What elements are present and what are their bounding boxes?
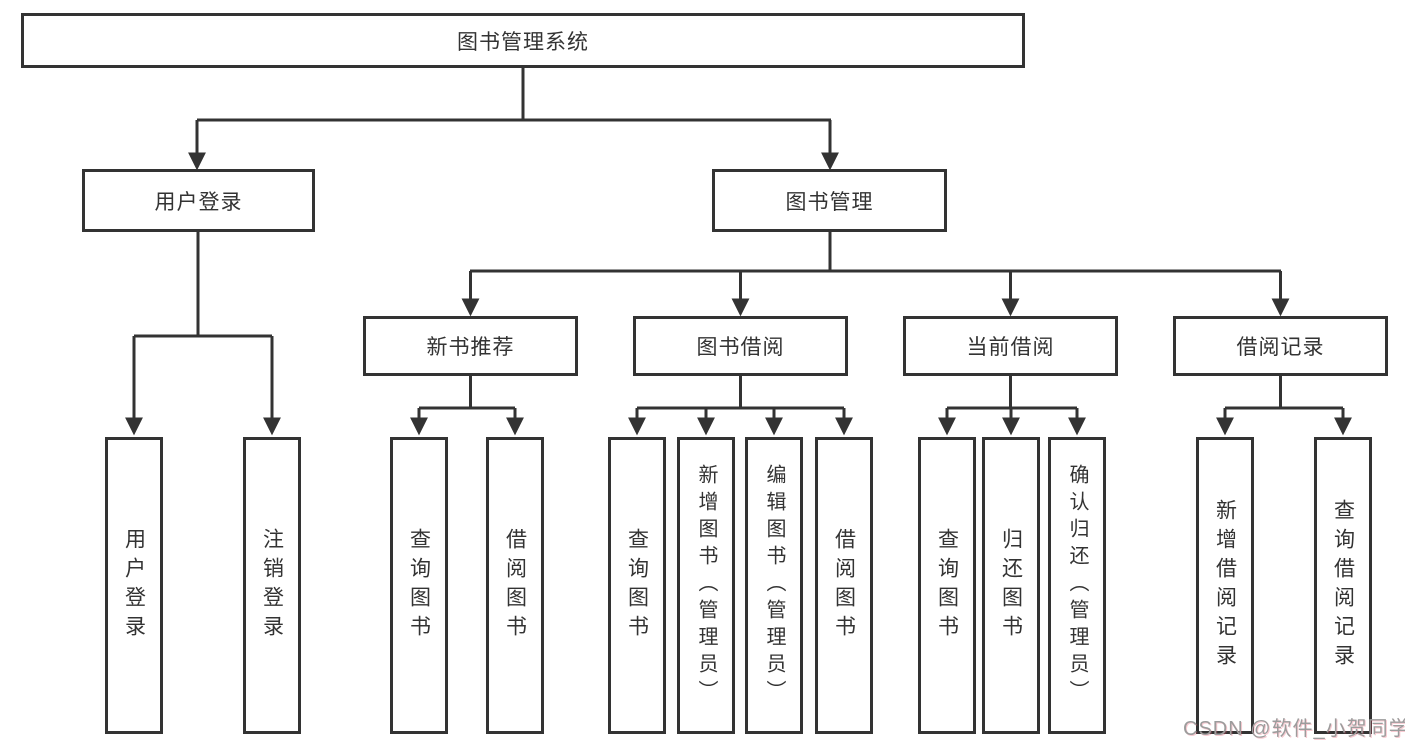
node-label: 图书管理 <box>785 190 874 214</box>
node-label: 用户登录 <box>154 190 243 214</box>
node-label: 借阅图书 <box>503 527 527 644</box>
node-current-borrowing: 当前借阅 <box>903 316 1118 376</box>
leaf-query-books-current: 查询图书 <box>918 437 976 734</box>
leaf-query-books-borrowing: 查询图书 <box>608 437 666 734</box>
leaf-borrow-books-recommend: 借阅图书 <box>486 437 544 734</box>
node-borrowing-records: 借阅记录 <box>1173 316 1388 376</box>
node-new-book-recommendation: 新书推荐 <box>363 316 578 376</box>
node-user-login: 用户登录 <box>82 169 315 232</box>
node-label: 借阅图书 <box>832 527 856 644</box>
node-label: 新增借阅记录 <box>1213 498 1237 673</box>
node-label: 新增图书（管理员） <box>695 464 717 707</box>
node-label: 查询图书 <box>935 527 959 644</box>
node-label: 确认归还（管理员） <box>1066 464 1088 707</box>
leaf-return-books: 归还图书 <box>982 437 1040 734</box>
node-library-management-system: 图书管理系统 <box>21 13 1025 68</box>
node-label: 借阅记录 <box>1236 336 1325 359</box>
node-book-borrowing: 图书借阅 <box>633 316 848 376</box>
node-label: 注销登录 <box>260 527 284 644</box>
node-label: 查询借阅记录 <box>1331 498 1355 673</box>
node-label: 图书管理系统 <box>457 30 589 54</box>
leaf-query-books-recommend: 查询图书 <box>390 437 448 734</box>
leaf-confirm-return-admin: 确认归还（管理员） <box>1048 437 1106 734</box>
node-label: 编辑图书（管理员） <box>763 464 785 707</box>
leaf-logout: 注销登录 <box>243 437 301 734</box>
tree-connectors <box>125 66 1352 436</box>
node-label: 用户登录 <box>122 527 146 644</box>
node-label: 查询图书 <box>407 527 431 644</box>
leaf-add-borrow-record: 新增借阅记录 <box>1196 437 1254 734</box>
leaf-edit-book-admin: 编辑图书（管理员） <box>745 437 803 734</box>
node-label: 新书推荐 <box>426 336 515 359</box>
leaf-add-book-admin: 新增图书（管理员） <box>677 437 735 734</box>
node-label: 查询图书 <box>625 527 649 644</box>
node-book-management: 图书管理 <box>712 169 947 232</box>
leaf-borrow-books: 借阅图书 <box>815 437 873 734</box>
leaf-user-login: 用户登录 <box>105 437 163 734</box>
node-label: 当前借阅 <box>966 336 1055 359</box>
node-label: 归还图书 <box>999 527 1023 644</box>
leaf-query-borrow-record: 查询借阅记录 <box>1314 437 1372 734</box>
csdn-watermark: CSDN @软件_小贺同学 <box>1183 718 1405 740</box>
node-label: 图书借阅 <box>696 336 785 359</box>
